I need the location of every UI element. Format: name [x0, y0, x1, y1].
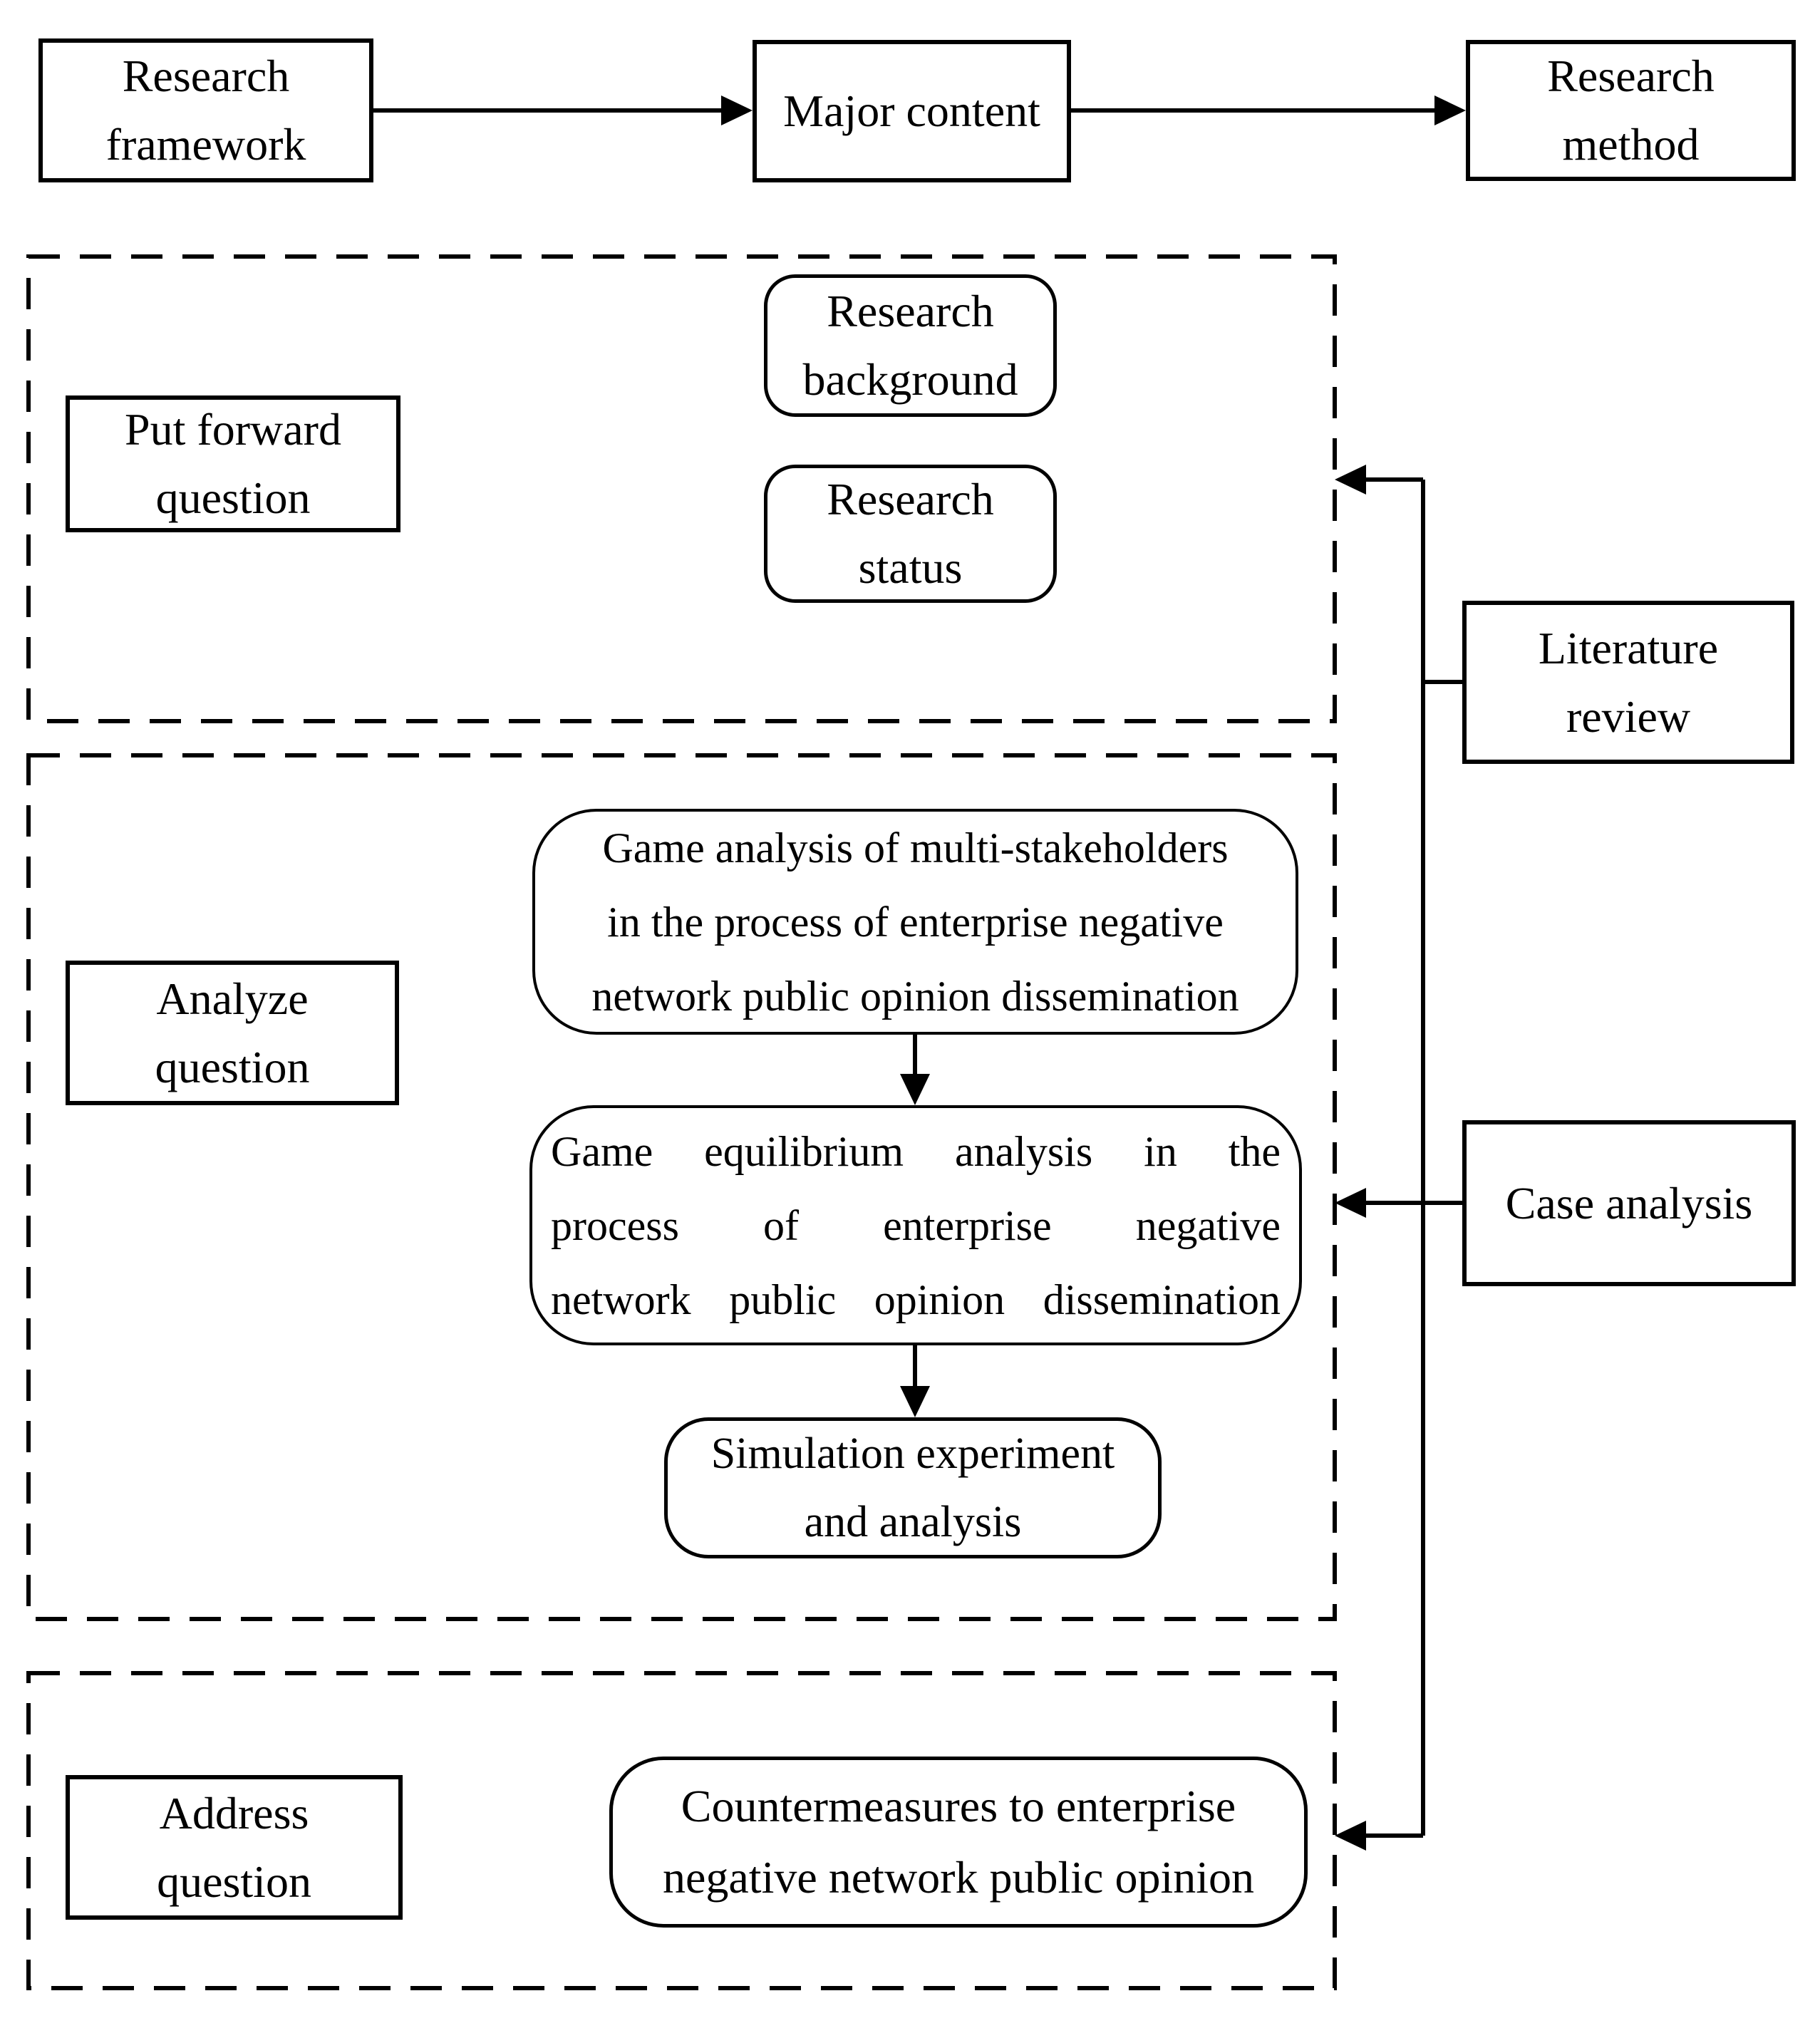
node-simulation-experiment: Simulation experiment and analysis [664, 1417, 1162, 1558]
arrow-into-section1-head-icon [1335, 465, 1366, 495]
dashed-box-put-forward-section [26, 254, 1337, 723]
node-label-line: framework [105, 119, 306, 170]
arrow-case-into-section2-head-icon [1335, 1188, 1366, 1218]
node-label-line: background [802, 354, 1018, 405]
node-research-status: Research status [764, 465, 1057, 603]
dashed-box-analyze-section [26, 753, 1337, 1621]
node-research-background: Research background [764, 274, 1057, 417]
node-research-method: Research method [1466, 40, 1796, 181]
node-label-line: Research [827, 286, 994, 336]
node-label-line: in the process of enterprise negative [607, 898, 1224, 946]
node-label-line: Game analysis of multi-stakeholders [602, 824, 1229, 871]
arrow-game2-to-simulation-head-icon [900, 1386, 930, 1417]
node-address-question: Address question [66, 1775, 403, 1920]
node-countermeasures: Countermeasures to enterprise negative n… [609, 1757, 1308, 1928]
node-label-line: Put forward [125, 404, 341, 455]
node-label-line: Major content [783, 86, 1040, 136]
node-label-line: Analyze [156, 973, 309, 1024]
node-label-line: status [858, 542, 963, 593]
node-label-line: negative network public opinion [662, 1852, 1255, 1903]
node-label-line: Research [827, 474, 994, 524]
node-label-line: Simulation experiment [710, 1429, 1115, 1478]
node-case-analysis: Case analysis [1462, 1120, 1796, 1286]
arrow-content-to-method-head-icon [1434, 95, 1466, 125]
node-research-framework: Research framework [38, 38, 373, 182]
node-game-equilibrium: Game equilibrium analysis in the process… [529, 1105, 1302, 1345]
arrow-into-section3-head-icon [1335, 1821, 1366, 1851]
node-game-analysis: Game analysis of multi-stakeholders in t… [532, 809, 1298, 1035]
node-analyze-question: Analyze question [66, 961, 399, 1105]
node-label-line: Literature [1538, 622, 1719, 673]
node-label-line: network public opinion dissemination [591, 972, 1239, 1020]
node-label-line: Case analysis [1505, 1177, 1753, 1229]
node-major-content: Major content [753, 40, 1071, 182]
node-label-line: process of enterprise negative [551, 1201, 1281, 1249]
node-label-line: network public opinion dissemination [551, 1276, 1281, 1323]
dashed-box-address-section [26, 1671, 1337, 1990]
node-label-line: Research [1547, 51, 1715, 101]
node-label-line: Game equilibrium analysis in the [551, 1127, 1281, 1175]
node-put-forward-question: Put forward question [66, 395, 400, 532]
node-label-line: Research [122, 51, 290, 101]
node-label-line: review [1566, 690, 1691, 742]
node-label-line: method [1562, 119, 1700, 170]
node-label-line: and analysis [804, 1498, 1022, 1546]
arrow-framework-to-content-head-icon [721, 95, 753, 125]
node-label-line: Address [159, 1787, 309, 1838]
node-label-line: question [157, 1856, 311, 1907]
arrow-game1-to-game2-head-icon [900, 1074, 930, 1105]
node-label-line: question [155, 1041, 310, 1092]
node-literature-review: Literature review [1462, 601, 1794, 764]
node-label-line: question [155, 472, 311, 523]
node-label-line: Countermeasures to enterprise [681, 1781, 1236, 1831]
